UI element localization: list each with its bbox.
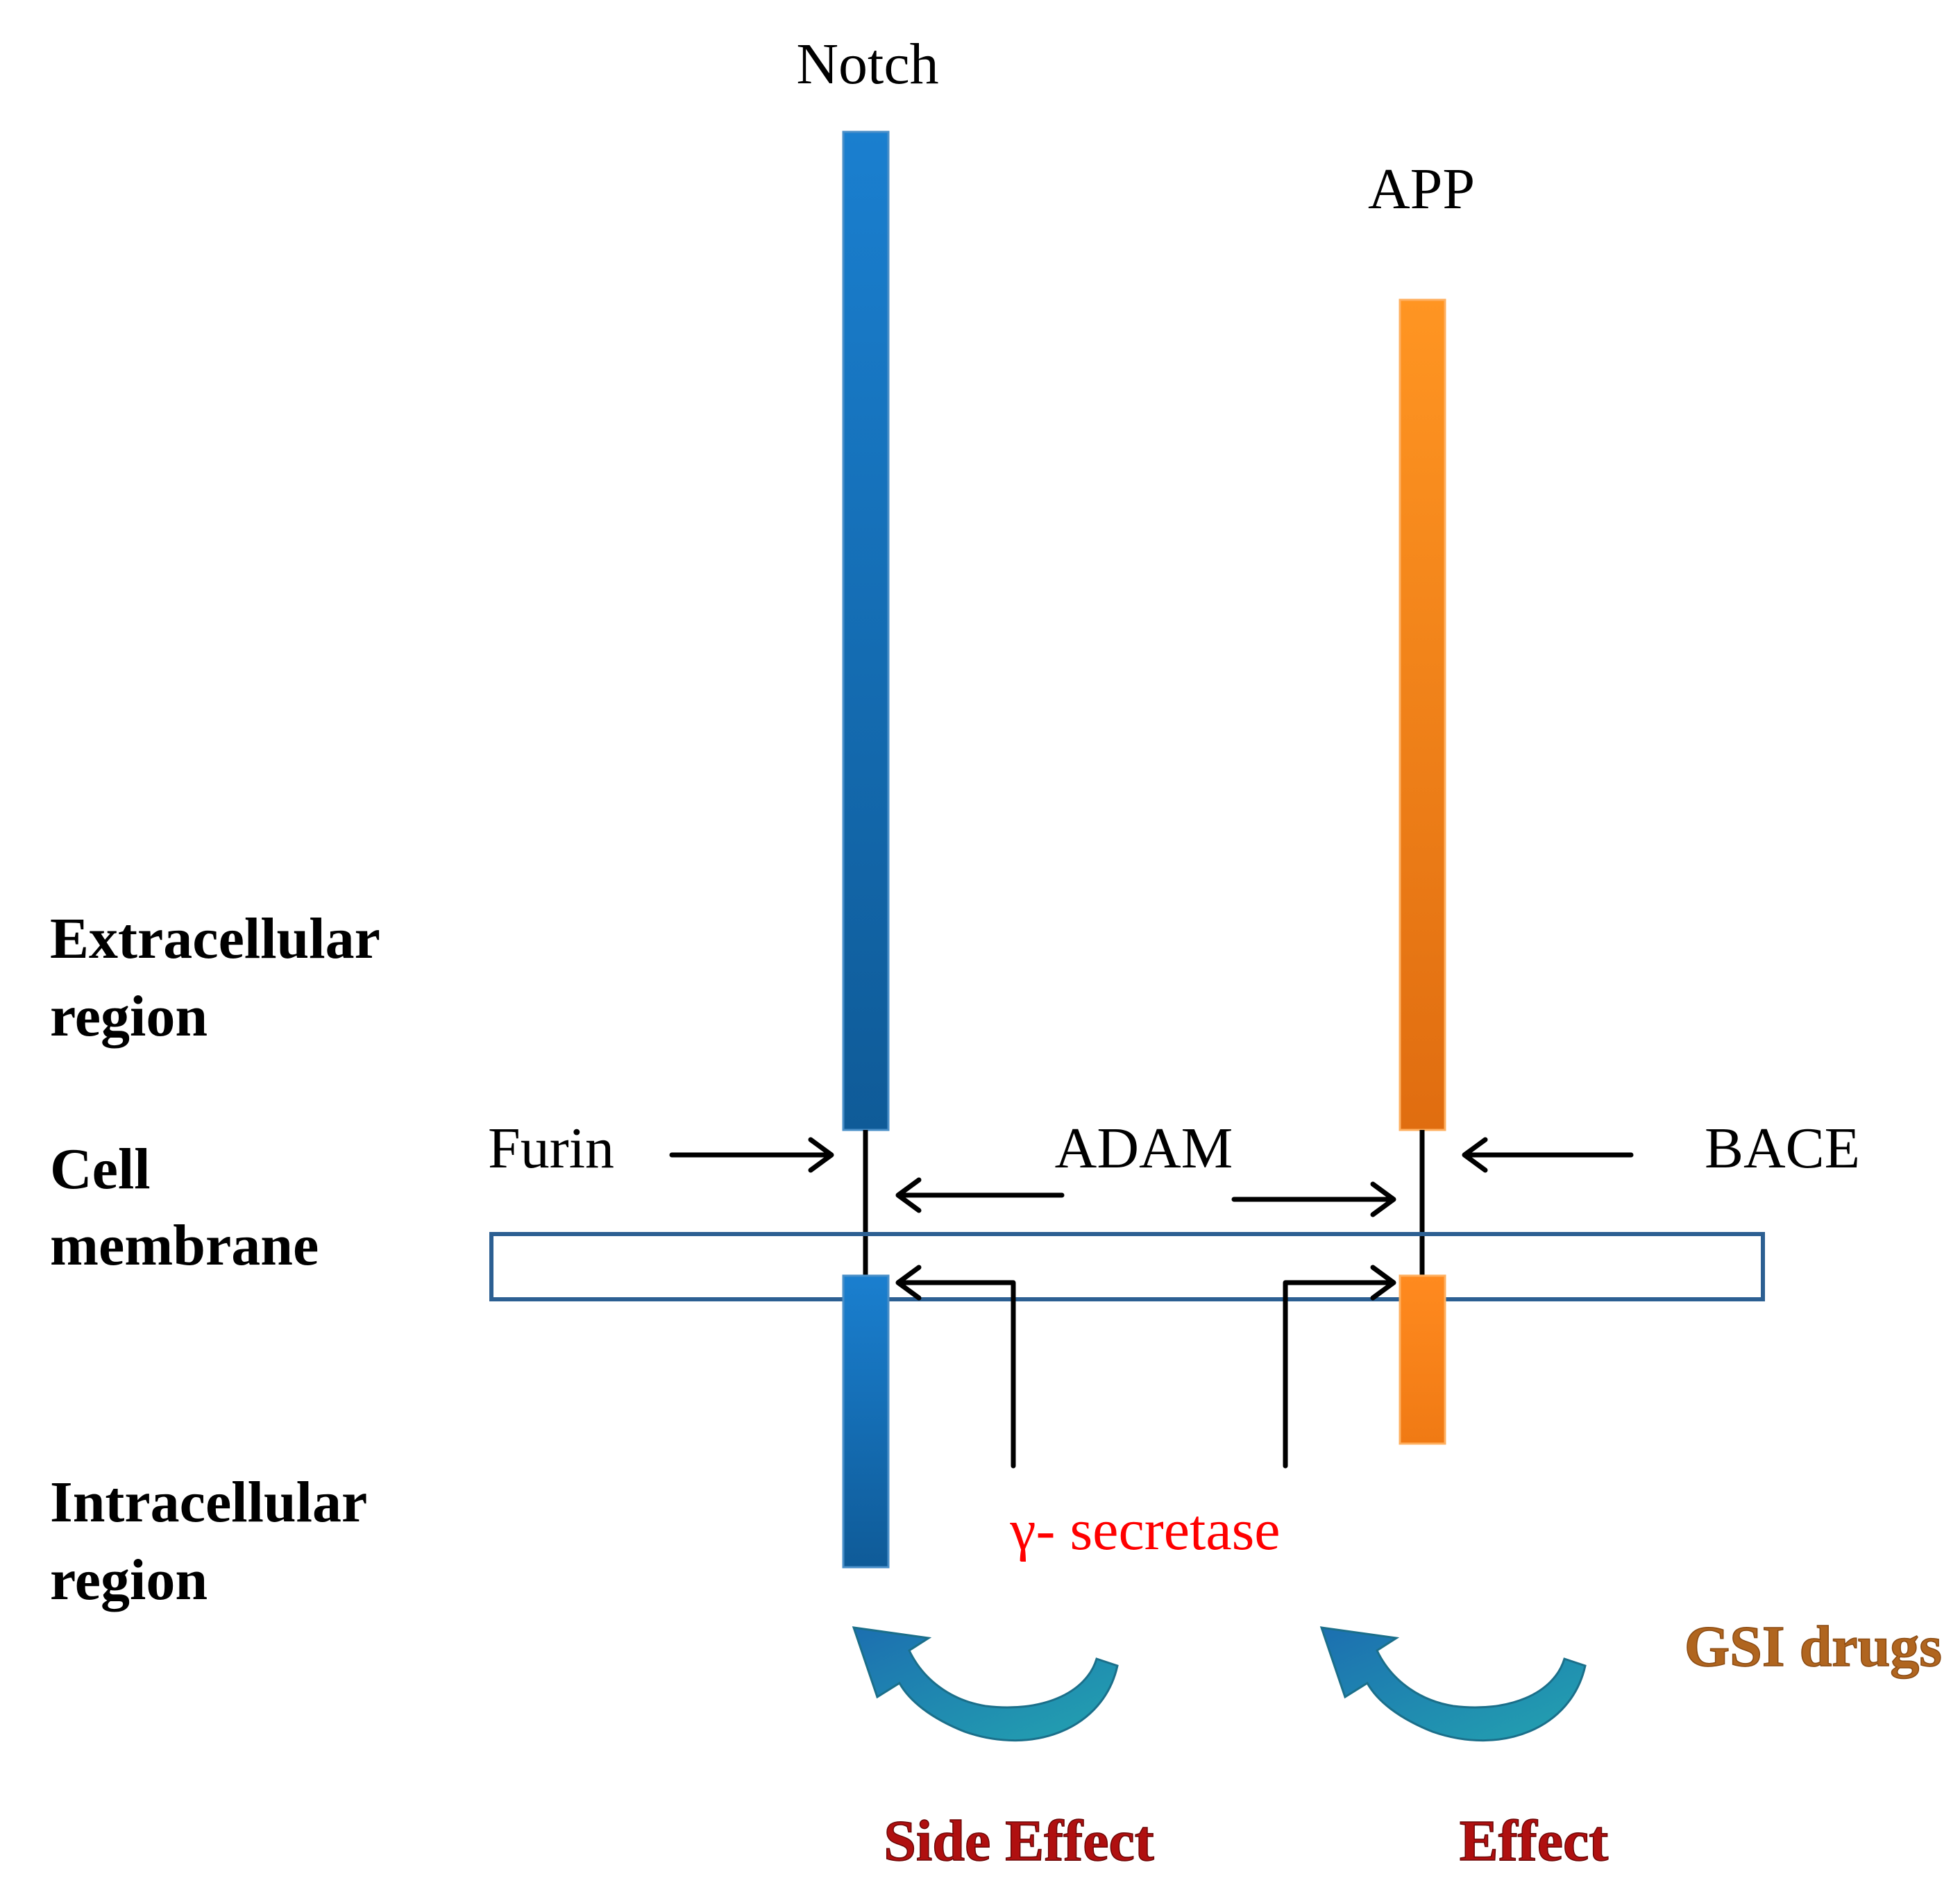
side-effect-label: Side Effect <box>884 1809 1154 1873</box>
notch-extracellular-domain <box>842 130 890 1131</box>
bace-label: BACE <box>1705 1116 1860 1181</box>
adam-label: ADAM <box>1055 1116 1233 1181</box>
app-extracellular-domain <box>1399 298 1446 1131</box>
curved-arrow-icon <box>852 1626 1119 1741</box>
effect-label: Effect <box>1460 1809 1609 1873</box>
gsi-drugs-label: GSI drugs <box>1684 1614 1942 1679</box>
bace-arrow <box>1462 1137 1634 1173</box>
extracellular-label-line1: Extracellular <box>50 906 380 971</box>
app-intracellular-domain <box>1399 1274 1446 1445</box>
intracellular-label-line2: region <box>50 1548 208 1612</box>
curved-arrow-icon <box>1319 1626 1587 1741</box>
notch-intracellular-domain <box>842 1274 890 1569</box>
adam-arrow-to-app <box>1231 1181 1396 1217</box>
intracellular-region-label: Intracellular region <box>50 1470 367 1612</box>
intracellular-label-line1: Intracellular <box>50 1470 367 1535</box>
adam-arrow-to-notch <box>895 1177 1065 1213</box>
app-label: APP <box>1368 157 1475 221</box>
cell-membrane-label-line1: Cell <box>50 1137 151 1201</box>
cell-membrane-label-line2: membrane <box>50 1213 319 1278</box>
gamma-secretase-arrow-to-notch <box>895 1265 1016 1469</box>
cell-membrane <box>489 1232 1765 1301</box>
furin-arrow <box>669 1137 834 1173</box>
gamma-secretase-arrow-to-app <box>1283 1265 1396 1469</box>
extracellular-label-line2: region <box>50 984 208 1049</box>
furin-label: Furin <box>488 1116 614 1181</box>
gamma-secretase-label: γ- secretase <box>1009 1498 1280 1562</box>
notch-label: Notch <box>796 32 938 96</box>
extracellular-region-label: Extracellular region <box>50 906 380 1049</box>
cell-membrane-label: Cell membrane <box>50 1137 319 1278</box>
